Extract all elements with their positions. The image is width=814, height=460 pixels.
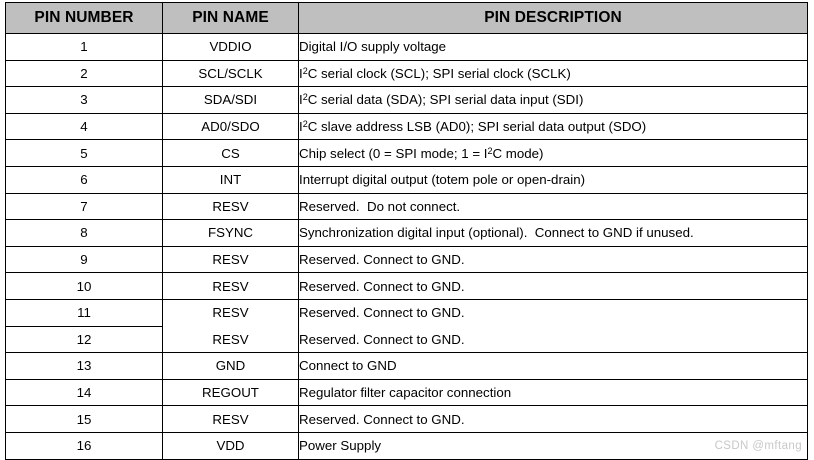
cell-pin-number: 11 [5, 298, 163, 327]
cell-pin-name: SDA/SDI [162, 86, 299, 114]
cell-pin-name: SCL/SCLK [162, 59, 299, 88]
cell-pin-description: Power Supply [298, 431, 808, 460]
superscript-two: 2 [302, 66, 308, 77]
cell-pin-description: Interrupt digital output (totem pole or … [298, 165, 808, 194]
cell-pin-number: 8 [5, 219, 163, 247]
cell-pin-number: 2 [5, 59, 163, 88]
cell-pin-name: RESV [162, 298, 299, 327]
cell-pin-number: 5 [5, 139, 163, 167]
cell-pin-description: I2C serial data (SDA); SPI serial data i… [298, 86, 808, 114]
cell-pin-name: REGOUT [162, 378, 299, 407]
column-header-pin-description: PIN DESCRIPTION [298, 2, 808, 34]
cell-pin-number: 1 [5, 33, 163, 61]
cell-pin-number: 9 [5, 245, 163, 274]
cell-pin-description: Reserved. Do not connect. [298, 192, 808, 221]
superscript-two: 2 [302, 119, 308, 130]
cell-pin-description: I2C slave address LSB (AD0); SPI serial … [298, 112, 808, 141]
cell-pin-description: Digital I/O supply voltage [298, 33, 808, 61]
column-header-pin-name: PIN NAME [162, 2, 299, 34]
cell-pin-name: GND [162, 352, 299, 380]
cell-pin-number: 6 [5, 165, 163, 194]
cell-pin-name: VDD [162, 431, 299, 460]
cell-pin-description: Reserved. Connect to GND. [298, 272, 808, 300]
description-text: C serial clock (SCL); SPI serial clock (… [307, 65, 571, 81]
cell-pin-name: RESV [162, 326, 299, 354]
cell-pin-number: 14 [5, 378, 163, 407]
table-header-row: PIN NUMBER PIN NAME PIN DESCRIPTION [5, 2, 808, 34]
cell-pin-number: 7 [5, 192, 163, 221]
cell-pin-number: 12 [5, 325, 163, 354]
i2c-prefix: I [299, 119, 303, 135]
description-text: C slave address LSB (AD0); SPI serial da… [307, 119, 647, 135]
cell-pin-number: 16 [5, 431, 163, 460]
cell-pin-description: Reserved. Connect to GND. [298, 298, 808, 327]
cell-pin-name: RESV [162, 192, 299, 221]
table-header: PIN NUMBER PIN NAME PIN DESCRIPTION [5, 2, 808, 34]
cell-pin-description: Regulator filter capacitor connection [298, 378, 808, 407]
cell-pin-description: Chip select (0 = SPI mode; 1 = I2C mode) [298, 139, 808, 167]
cell-pin-name: FSYNC [162, 219, 299, 247]
cell-pin-description: I2C serial clock (SCL); SPI serial clock… [298, 59, 808, 88]
cell-pin-description: Reserved. Connect to GND. [298, 245, 808, 274]
superscript-two: 2 [487, 145, 493, 156]
cell-pin-description: Reserved. Connect to GND. [298, 405, 808, 433]
cell-pin-name: VDDIO [162, 33, 299, 61]
description-text: Chip select (0 = SPI mode; 1 = I [299, 145, 488, 161]
cell-pin-number: 4 [5, 112, 163, 141]
cell-pin-description: Synchronization digital input (optional)… [298, 219, 808, 247]
description-text: C serial data (SDA); SPI serial data inp… [307, 92, 584, 108]
cell-pin-name: RESV [162, 245, 299, 274]
i2c-prefix: I [299, 65, 303, 81]
superscript-two: 2 [302, 92, 308, 103]
cell-pin-number: 15 [5, 405, 163, 433]
cell-pin-description: Connect to GND [298, 352, 808, 380]
cell-pin-name: AD0/SDO [162, 112, 299, 141]
cell-pin-name: INT [162, 165, 299, 194]
i2c-prefix: I [299, 92, 303, 108]
cell-pin-number: 13 [5, 352, 163, 380]
watermark-label: CSDN @mftang [714, 440, 802, 452]
cell-pin-number: 10 [5, 272, 163, 300]
cell-pin-name: RESV [162, 272, 299, 300]
cell-pin-number: 3 [5, 86, 163, 114]
description-text-tail: C mode) [492, 145, 544, 161]
cell-pin-description: Reserved. Connect to GND. [298, 326, 808, 354]
column-header-pin-number: PIN NUMBER [5, 2, 163, 34]
cell-pin-name: CS [162, 139, 299, 167]
cell-pin-name: RESV [162, 405, 299, 433]
